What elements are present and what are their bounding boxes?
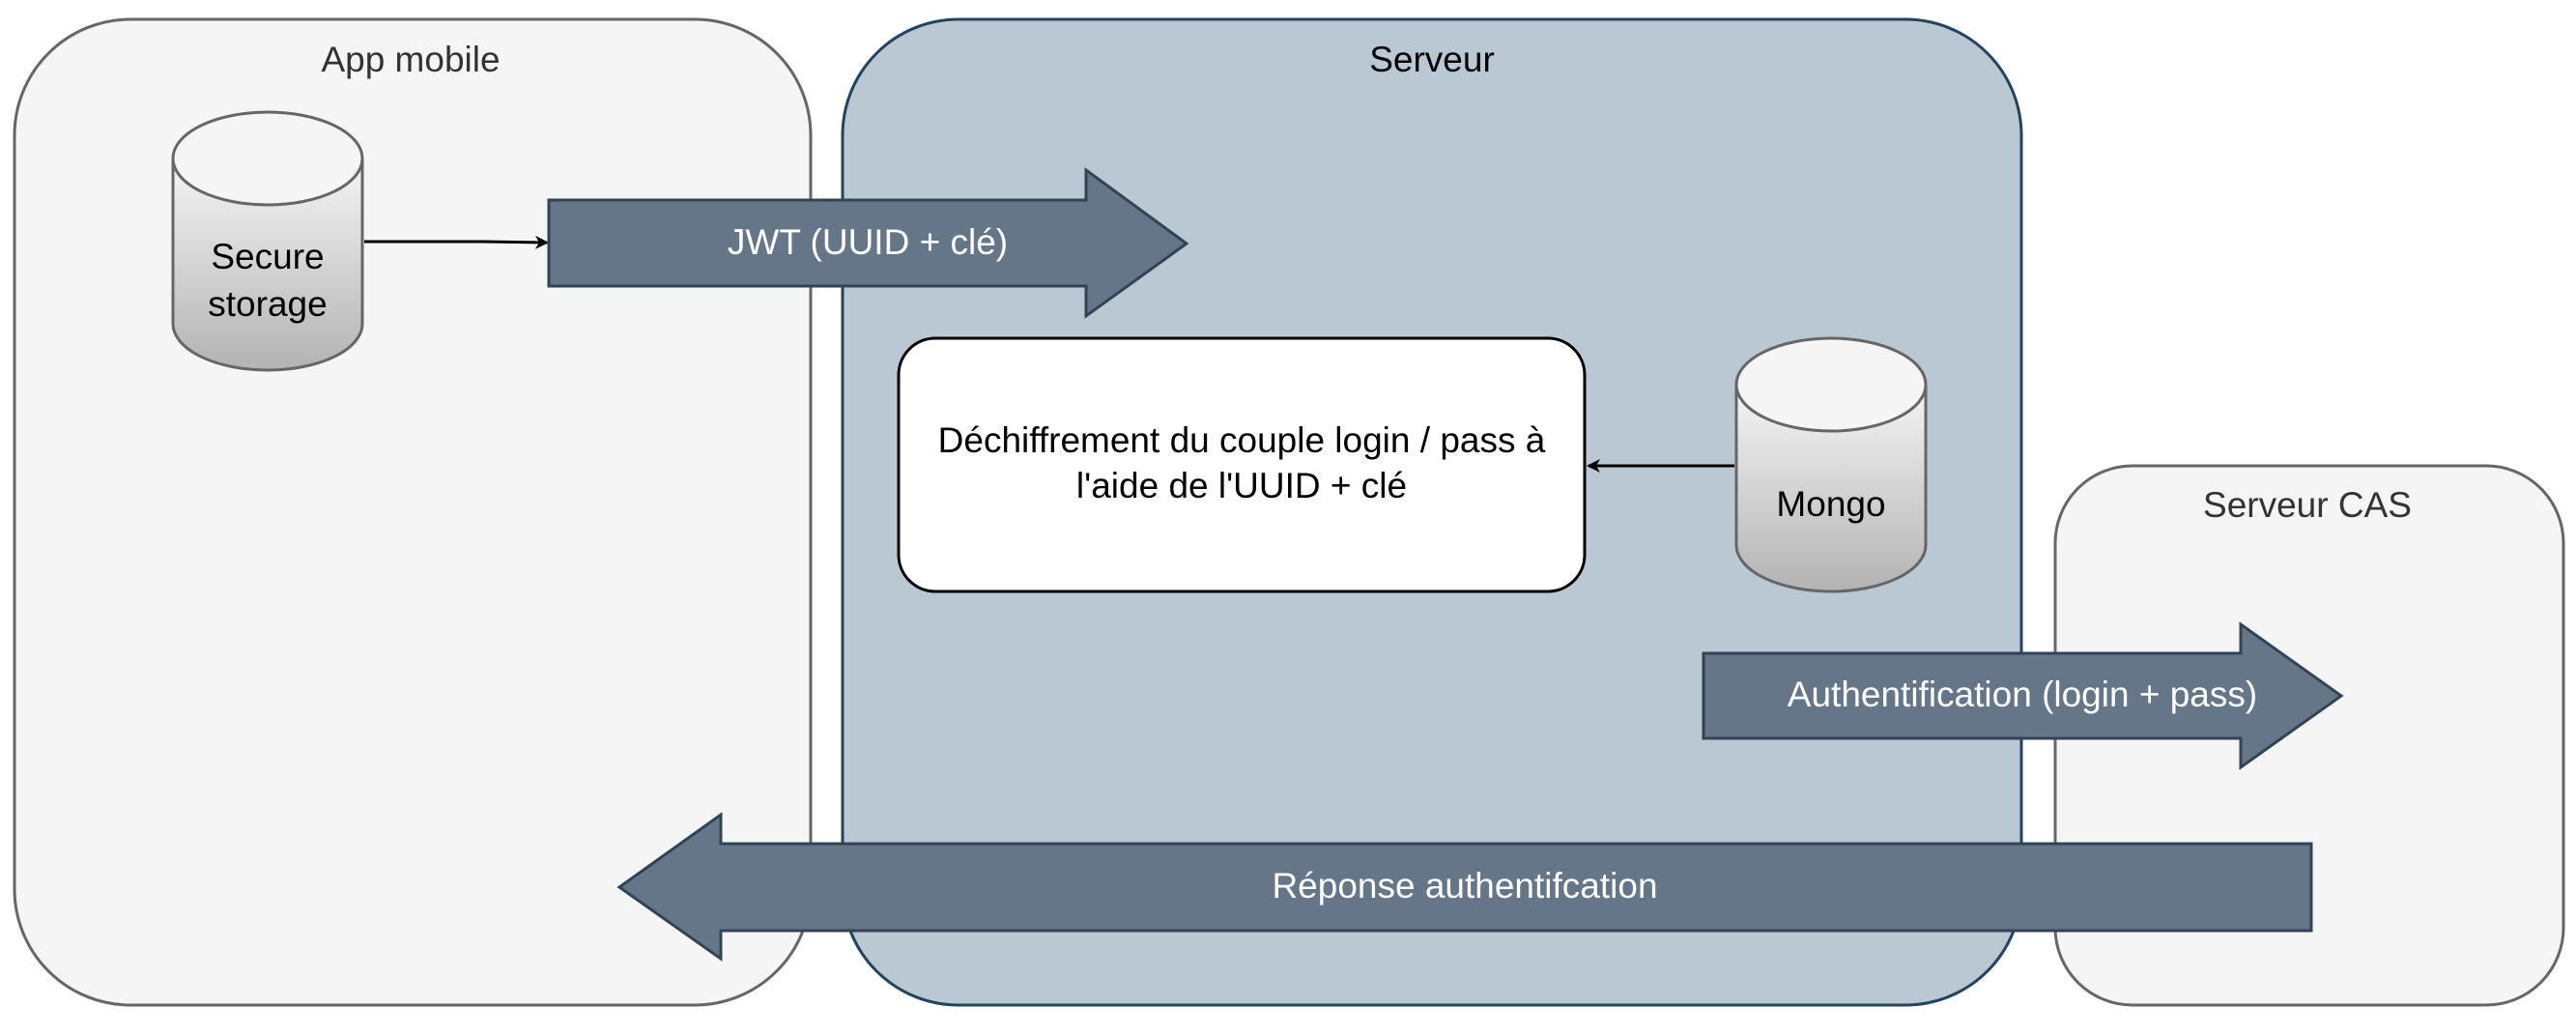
authentification-flow-label: Authentification (login + pass) (1788, 675, 2257, 714)
authentification-flow-arrow (1702, 621, 2344, 770)
serveur-cas-title: Serveur CAS (2203, 485, 2412, 525)
mongo-database-icon: Mongo (1734, 336, 1928, 593)
jwt-flow-arrow (547, 167, 1189, 319)
reponse-flow-label: Réponse authentifcation (1272, 866, 1657, 906)
secure-storage-label-line1: Secure (211, 237, 324, 276)
reponse-flow-arrow (616, 812, 2313, 962)
connector-storage-to-jwt (364, 235, 549, 249)
jwt-flow-label: JWT (UUID + clé) (728, 222, 1008, 262)
mongo-label: Mongo (1776, 484, 1885, 524)
serveur-title: Serveur (1369, 40, 1495, 79)
secure-storage-database-icon: Secure storage (171, 110, 364, 372)
app-mobile-title: App mobile (321, 40, 500, 79)
decryption-process-line2: l'aide de l'UUID + clé (1076, 466, 1407, 505)
decryption-process-box (897, 336, 1587, 593)
secure-storage-label-line2: storage (208, 284, 327, 324)
decryption-process-line1: Déchiffrement du couple login / pass à (938, 420, 1546, 460)
